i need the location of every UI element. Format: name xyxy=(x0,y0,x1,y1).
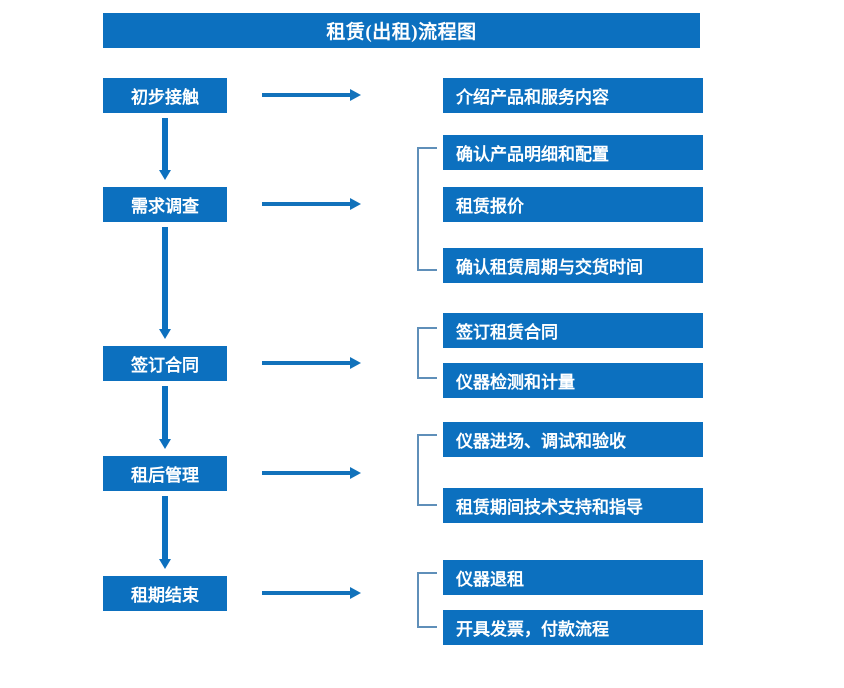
detail-box-instrument-return[interactable]: 仪器退租 xyxy=(443,560,703,595)
arrow-head-down-icon xyxy=(159,329,171,339)
chart-title: 租赁(出租)流程图 xyxy=(103,13,700,48)
arrow-shaft xyxy=(262,202,351,206)
detail-arrow-right-2 xyxy=(262,198,361,210)
detail-box-instrument-installation[interactable]: 仪器进场、调试和验收 xyxy=(443,422,703,457)
stage-box-lease-end[interactable]: 租期结束 xyxy=(103,576,227,611)
detail-arrow-right-3 xyxy=(262,357,361,369)
group-bracket-demand-survey xyxy=(417,147,437,271)
group-bracket-sign-contract xyxy=(417,327,437,379)
stage-box-post-rental-management[interactable]: 租后管理 xyxy=(103,456,227,491)
arrow-head-right-icon xyxy=(350,198,361,210)
detail-box-confirm-product-details[interactable]: 确认产品明细和配置 xyxy=(443,135,703,170)
arrow-head-right-icon xyxy=(350,89,361,101)
flow-arrow-down-3 xyxy=(159,386,171,449)
arrow-head-down-icon xyxy=(159,439,171,449)
arrow-head-right-icon xyxy=(350,467,361,479)
arrow-head-down-icon xyxy=(159,559,171,569)
arrow-shaft xyxy=(262,591,351,595)
detail-box-introduce-products[interactable]: 介绍产品和服务内容 xyxy=(443,78,703,113)
detail-box-confirm-lease-period[interactable]: 确认租赁周期与交货时间 xyxy=(443,248,703,283)
arrow-shaft xyxy=(162,227,168,329)
flow-arrow-down-4 xyxy=(159,496,171,569)
detail-arrow-right-5 xyxy=(262,587,361,599)
stage-box-demand-survey[interactable]: 需求调查 xyxy=(103,187,227,222)
arrow-shaft xyxy=(262,361,351,365)
flow-arrow-down-1 xyxy=(159,118,171,180)
detail-box-invoice-payment[interactable]: 开具发票，付款流程 xyxy=(443,610,703,645)
arrow-head-right-icon xyxy=(350,587,361,599)
detail-arrow-right-4 xyxy=(262,467,361,479)
detail-box-sign-lease-agreement[interactable]: 签订租赁合同 xyxy=(443,313,703,348)
arrow-shaft xyxy=(262,93,351,97)
arrow-shaft xyxy=(162,386,168,439)
arrow-shaft xyxy=(162,118,168,170)
arrow-shaft xyxy=(162,496,168,559)
arrow-head-down-icon xyxy=(159,170,171,180)
detail-arrow-right-1 xyxy=(262,89,361,101)
group-bracket-post-rental-management xyxy=(417,434,437,506)
detail-box-instrument-testing[interactable]: 仪器检测和计量 xyxy=(443,363,703,398)
flow-arrow-down-2 xyxy=(159,227,171,339)
arrow-shaft xyxy=(262,471,351,475)
group-bracket-lease-end xyxy=(417,572,437,628)
detail-box-technical-support[interactable]: 租赁期间技术支持和指导 xyxy=(443,488,703,523)
arrow-head-right-icon xyxy=(350,357,361,369)
stage-box-initial-contact[interactable]: 初步接触 xyxy=(103,78,227,113)
stage-box-sign-contract[interactable]: 签订合同 xyxy=(103,346,227,381)
detail-box-rental-quotation[interactable]: 租赁报价 xyxy=(443,187,703,222)
